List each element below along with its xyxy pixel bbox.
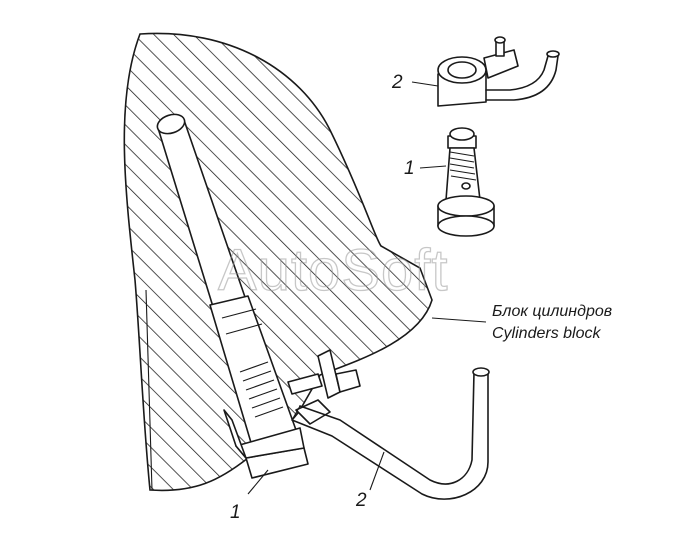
part1-banjo-bolt <box>437 127 495 237</box>
caption-russian: Блок цилиндров <box>492 303 612 320</box>
pipe-bracket <box>287 349 361 399</box>
caption-english: Cylinders block <box>492 325 601 342</box>
callout-label-1-bottom: 1 <box>230 502 241 523</box>
watermark-text: AutoSoft <box>218 238 448 303</box>
callout-label-2-bottom: 2 <box>355 490 367 511</box>
callout-label-1-top: 1 <box>404 158 415 179</box>
nozzle-spring <box>239 361 284 418</box>
bolt-thread <box>449 151 477 181</box>
part2-nozzle-body <box>437 36 560 107</box>
leader-lines <box>247 81 487 495</box>
oil-pipe <box>291 367 490 500</box>
callout-label-2-top: 2 <box>391 72 403 93</box>
nozzle-assembly <box>209 295 309 479</box>
